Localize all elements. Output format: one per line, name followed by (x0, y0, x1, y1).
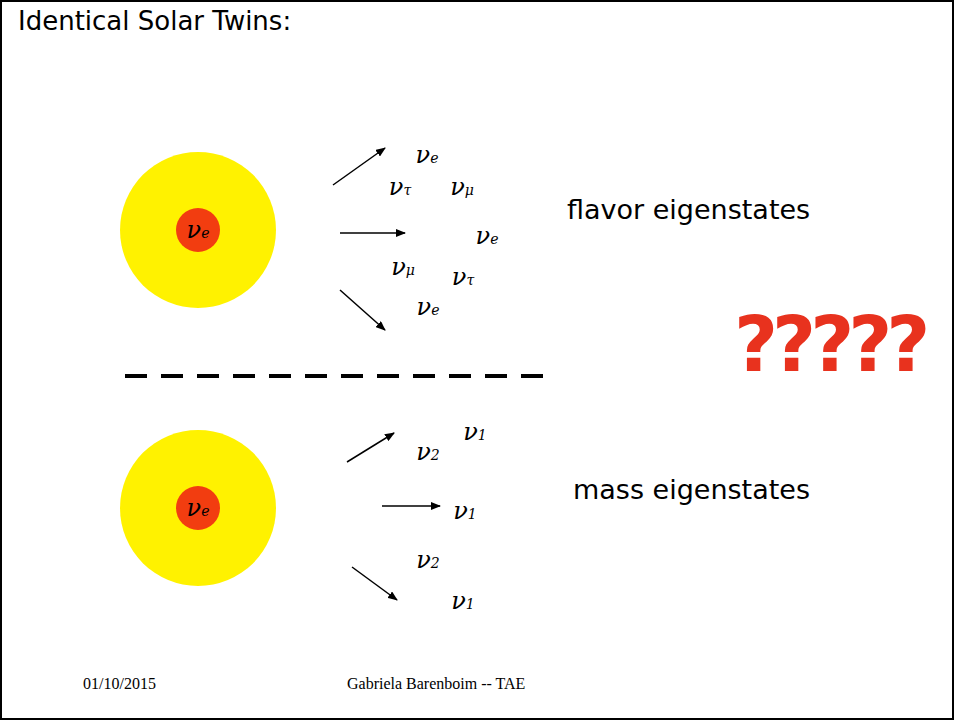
core-label: νe (187, 218, 210, 242)
footer-date: 01/10/2015 (83, 674, 156, 693)
neutrino-symbol: νe (476, 224, 499, 248)
neutrino-symbol: ν1 (463, 420, 487, 444)
question-marks: ????? (734, 307, 924, 383)
neutrino-symbol: ν2 (416, 548, 440, 572)
neutrino-symbol: ν1 (453, 499, 477, 523)
neutrino-symbol: νμ (450, 175, 474, 199)
neutrino-symbol: νμ (391, 255, 415, 279)
footer-author: Gabriela Barenboim -- TAE (347, 674, 525, 693)
sun-disk (120, 152, 276, 308)
neutrino-symbol: νe (416, 143, 439, 167)
divider (125, 374, 557, 378)
neutrino-symbol: ν2 (416, 440, 440, 464)
sun-core: νe (176, 486, 220, 530)
neutrino-symbol: ν1 (451, 589, 475, 613)
slide-title: Identical Solar Twins: (18, 6, 291, 36)
neutrino-symbol: νe (417, 295, 440, 319)
sun-core: νe (176, 208, 220, 252)
core-label: νe (187, 496, 210, 520)
neutrino-symbol: ντ (452, 265, 474, 289)
sun-disk (120, 430, 276, 586)
neutrino-symbol: ντ (389, 175, 411, 199)
state-label: mass eigenstates (573, 474, 810, 506)
state-label: flavor eigenstates (567, 194, 810, 226)
